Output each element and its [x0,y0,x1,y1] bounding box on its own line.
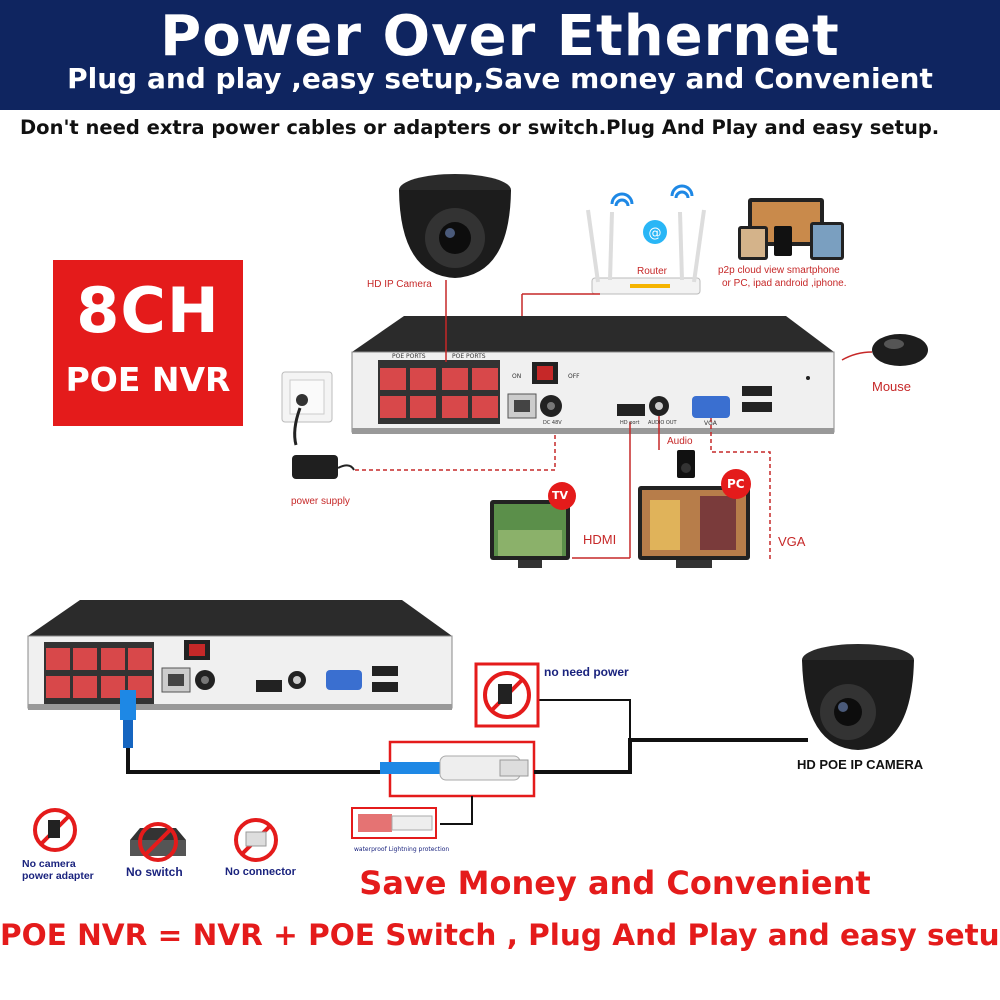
devices-icon [738,198,844,260]
no-switch-icon [130,822,186,862]
waterproof-connector-icon [380,755,529,781]
header-subtitle: Plug and play ,easy setup,Save money and… [67,62,933,95]
dome-camera-icon [399,174,511,278]
off-label: OFF [568,373,580,380]
router-label: Router [637,266,668,277]
no-need-power-label: no need power [544,665,629,679]
poe-ports-label-1: POE PORTS [392,353,426,360]
lightning-protection-icon [351,807,437,839]
router-icon: @ [586,184,706,295]
tv-badge: TV [552,489,569,502]
badge-model: POE NVR [65,360,231,399]
svg-text:@: @ [649,226,662,241]
dc-label: DC 48V [543,420,562,426]
poe-camera-label: HD POE IP CAMERA [797,757,924,772]
no-power-icon [474,662,540,728]
nvr-bottom-device [27,600,453,710]
equation-text: POE NVR = NVR + POE Switch , Plug And Pl… [0,918,1000,952]
cloud-label-2: or PC, ipad android ,iphone. [722,278,847,289]
no-connector-icon [234,818,278,862]
poe-nvr-badge: 8CH POE NVR [53,260,243,426]
vga-port-label: VGA [704,420,717,427]
header-title: Power Over Ethernet [160,4,840,69]
audio-label: Audio [667,436,693,447]
header-banner: Power Over Ethernet Plug and play ,easy … [0,0,1000,110]
nvr-top-device [351,316,835,434]
badge-channels: 8CH [76,274,220,347]
no-adapter-icon [33,808,77,852]
intro-text: Don't need extra power cables or adapter… [20,116,940,139]
wall-socket-icon [281,371,333,446]
no-adapter-label: No camera power adapter [22,858,94,882]
no-switch-label: No switch [126,865,183,879]
on-label: ON [512,373,522,380]
power-adapter-icon [292,455,355,479]
hd-port-label: HD port [620,420,640,426]
pc-badge: PC [727,477,745,491]
no-adapter-label-line1: No camera [22,858,76,870]
vga-label: VGA [778,534,806,549]
mouse-label: Mouse [872,379,912,394]
poe-camera-icon [802,644,914,750]
speaker-icon [677,450,695,478]
cloud-label-1: p2p cloud view smartphone [718,265,840,276]
power-supply-label: power supply [291,496,350,507]
camera-label: HD IP Camera [367,279,432,290]
hdmi-label: HDMI [583,532,617,547]
no-adapter-label-line2: power adapter [22,870,94,882]
waterproof-label: waterproof Lightning protection [354,846,450,853]
tv-icon [490,482,576,568]
audio-out-label: AUDIO OUT [648,420,677,426]
poe-ports-label-2: POE PORTS [452,353,486,360]
ethernet-cable-icon [120,690,136,748]
pc-monitor-icon [638,469,751,568]
save-money-text: Save Money and Convenient [359,864,871,902]
mouse-icon [872,334,928,366]
no-connector-label: No connector [225,866,296,878]
